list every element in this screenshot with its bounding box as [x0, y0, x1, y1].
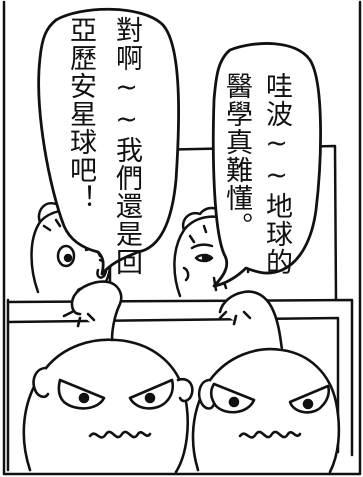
- speech-bubble-right: [211, 42, 322, 288]
- left-bubble-line-1: 對啊~~我們還是回: [111, 16, 142, 276]
- right-bubble-line-2: 醫學真難懂。: [221, 72, 252, 240]
- alien-left: [22, 280, 194, 474]
- background-bench: [6, 144, 354, 472]
- right-bubble-line-1: 哇波~~地球的: [261, 72, 292, 276]
- alien-right: [191, 290, 341, 474]
- left-bubble-line-2: 亞歷安星球吧！: [65, 16, 96, 212]
- speech-bubble-left: [37, 7, 180, 276]
